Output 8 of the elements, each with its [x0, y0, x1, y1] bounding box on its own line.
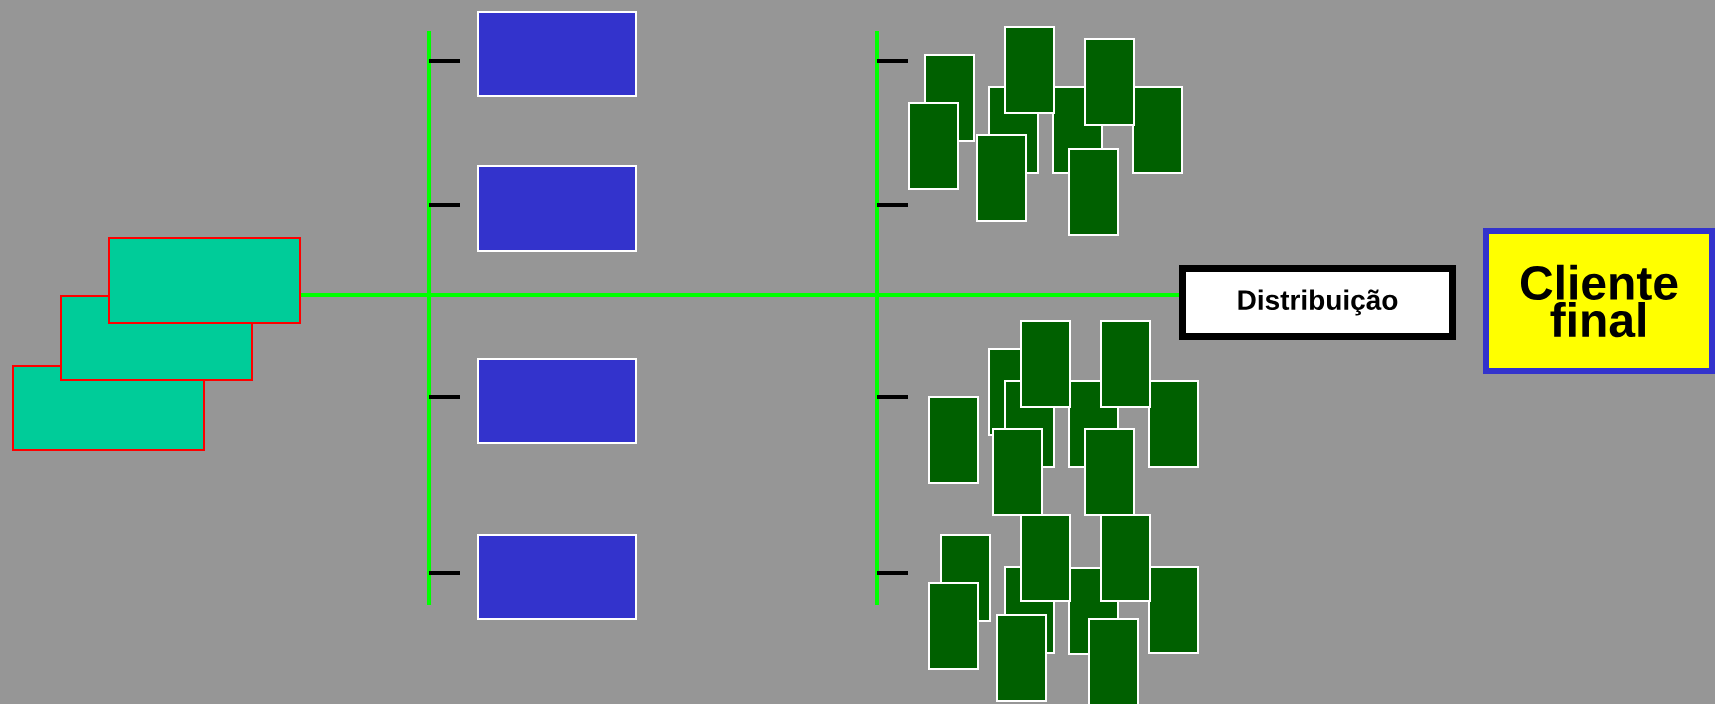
process-box — [477, 11, 637, 97]
process-box — [477, 534, 637, 620]
label-box: Distribuição — [1179, 265, 1456, 340]
result-box: Cliente final — [1483, 228, 1715, 374]
process-box — [477, 358, 637, 444]
card-box — [108, 237, 301, 324]
connector-line — [301, 293, 1179, 297]
process-box — [477, 165, 637, 252]
